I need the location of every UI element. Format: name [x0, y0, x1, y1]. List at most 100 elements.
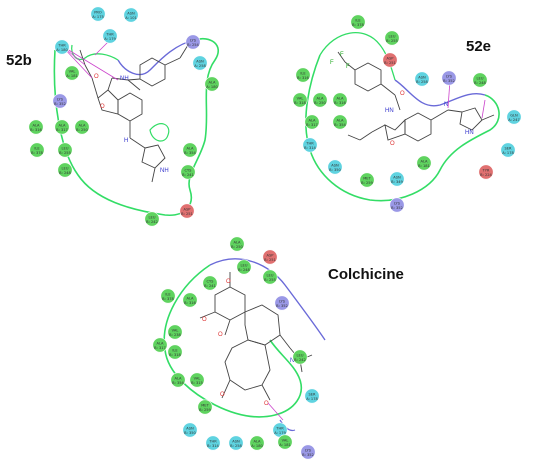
bond: [164, 57, 181, 66]
residue-circle: [277, 434, 293, 450]
residue-number: B: 354: [172, 381, 184, 385]
residue-number: B: 378: [162, 297, 174, 301]
residue-circle: [312, 92, 328, 108]
pocket-outline-colchicine-blue: [209, 258, 326, 341]
residue-name: ASN: [127, 12, 135, 16]
residue-number: B: 251: [384, 61, 396, 65]
residue-name: CYS: [207, 280, 215, 284]
residue-number: B: 352: [302, 453, 314, 457]
bond: [129, 137, 146, 149]
bond: [481, 114, 495, 121]
residue-circle: [170, 372, 186, 388]
residue-circle: [189, 372, 205, 388]
residue-number: B: 250: [76, 128, 88, 132]
residue-number: B: 248: [474, 81, 486, 85]
residue-circle: [302, 137, 318, 153]
residue-name: VAL: [297, 97, 304, 101]
residue-name: ILE: [165, 293, 171, 297]
residue-number: A: 179: [104, 37, 116, 41]
residue-circle: [57, 162, 73, 178]
residue-circle: [182, 422, 198, 438]
residue-number: A: 101: [125, 16, 137, 20]
panel-label-colchicine: Colchicine: [328, 266, 404, 283]
residue-number: B: 250: [231, 245, 243, 249]
residue-number: B: 259: [199, 408, 211, 412]
residue-number: B: 316: [297, 76, 309, 80]
residue-number: A: 258: [194, 64, 206, 68]
residue-circle: [52, 93, 68, 109]
ligand-52b-amine-label: H: [124, 138, 128, 144]
residue-number: A: 247: [508, 118, 520, 122]
residue-name: THR: [305, 142, 314, 146]
residue-number: A: 181: [66, 74, 78, 78]
pocket-outline-52b: [53, 38, 219, 216]
residue-circle: [292, 349, 308, 365]
residue-name: PRO: [94, 11, 102, 15]
residue-circle: [144, 211, 160, 227]
bond: [84, 64, 93, 79]
residue-name: LYS: [394, 202, 401, 206]
residue-circle: [236, 259, 252, 275]
residue-name: THR: [57, 44, 66, 48]
residue-circle: [74, 119, 90, 135]
hbonds-colchicine: [267, 402, 284, 421]
residue-number: A: 178: [502, 151, 514, 155]
bond: [447, 109, 463, 113]
bond: [91, 77, 99, 99]
residue-name: ALA: [186, 147, 194, 151]
hbond: [481, 99, 486, 119]
residue-circle: [180, 164, 196, 180]
residue-name: SER: [504, 147, 512, 151]
residue-number: B: 251: [264, 258, 276, 262]
residue-circle: [179, 203, 195, 219]
residue-circle: [205, 435, 221, 451]
residue-circle: [229, 236, 245, 252]
residue-number: B: 255: [264, 278, 276, 282]
residue-number: B: 354: [334, 123, 346, 127]
residue-name: VAL: [172, 329, 179, 333]
ligand-52b-furan-oxygen-label: O: [100, 104, 105, 110]
pocket-outline-colchicine-low: [279, 419, 296, 432]
pocket-outline-colchicine: [163, 264, 302, 418]
residue-name: ALA: [78, 124, 86, 128]
residue-name: GLN: [510, 114, 518, 118]
residue-number: B: 251: [181, 212, 193, 216]
residue-number: A: 180: [56, 48, 68, 52]
residue-circle: [228, 435, 244, 451]
residue-name: VAL: [282, 439, 289, 443]
residue-name: ASN: [186, 427, 194, 431]
residue-number: B: 317: [154, 346, 166, 350]
residue-number: B: 224: [480, 173, 492, 177]
ligand-52b-nh-label: NH: [120, 76, 129, 82]
residue-name: CYS: [185, 169, 193, 173]
residue-circle: [29, 142, 45, 158]
ligand-52e-fluorine-label: F: [330, 60, 334, 66]
residue-circle: [389, 197, 405, 213]
residue-number: B: 181: [418, 164, 430, 168]
residue-circle: [192, 55, 208, 71]
residue-circle: [167, 344, 183, 360]
residue-circle: [57, 142, 73, 158]
residue-circle: [384, 30, 400, 46]
